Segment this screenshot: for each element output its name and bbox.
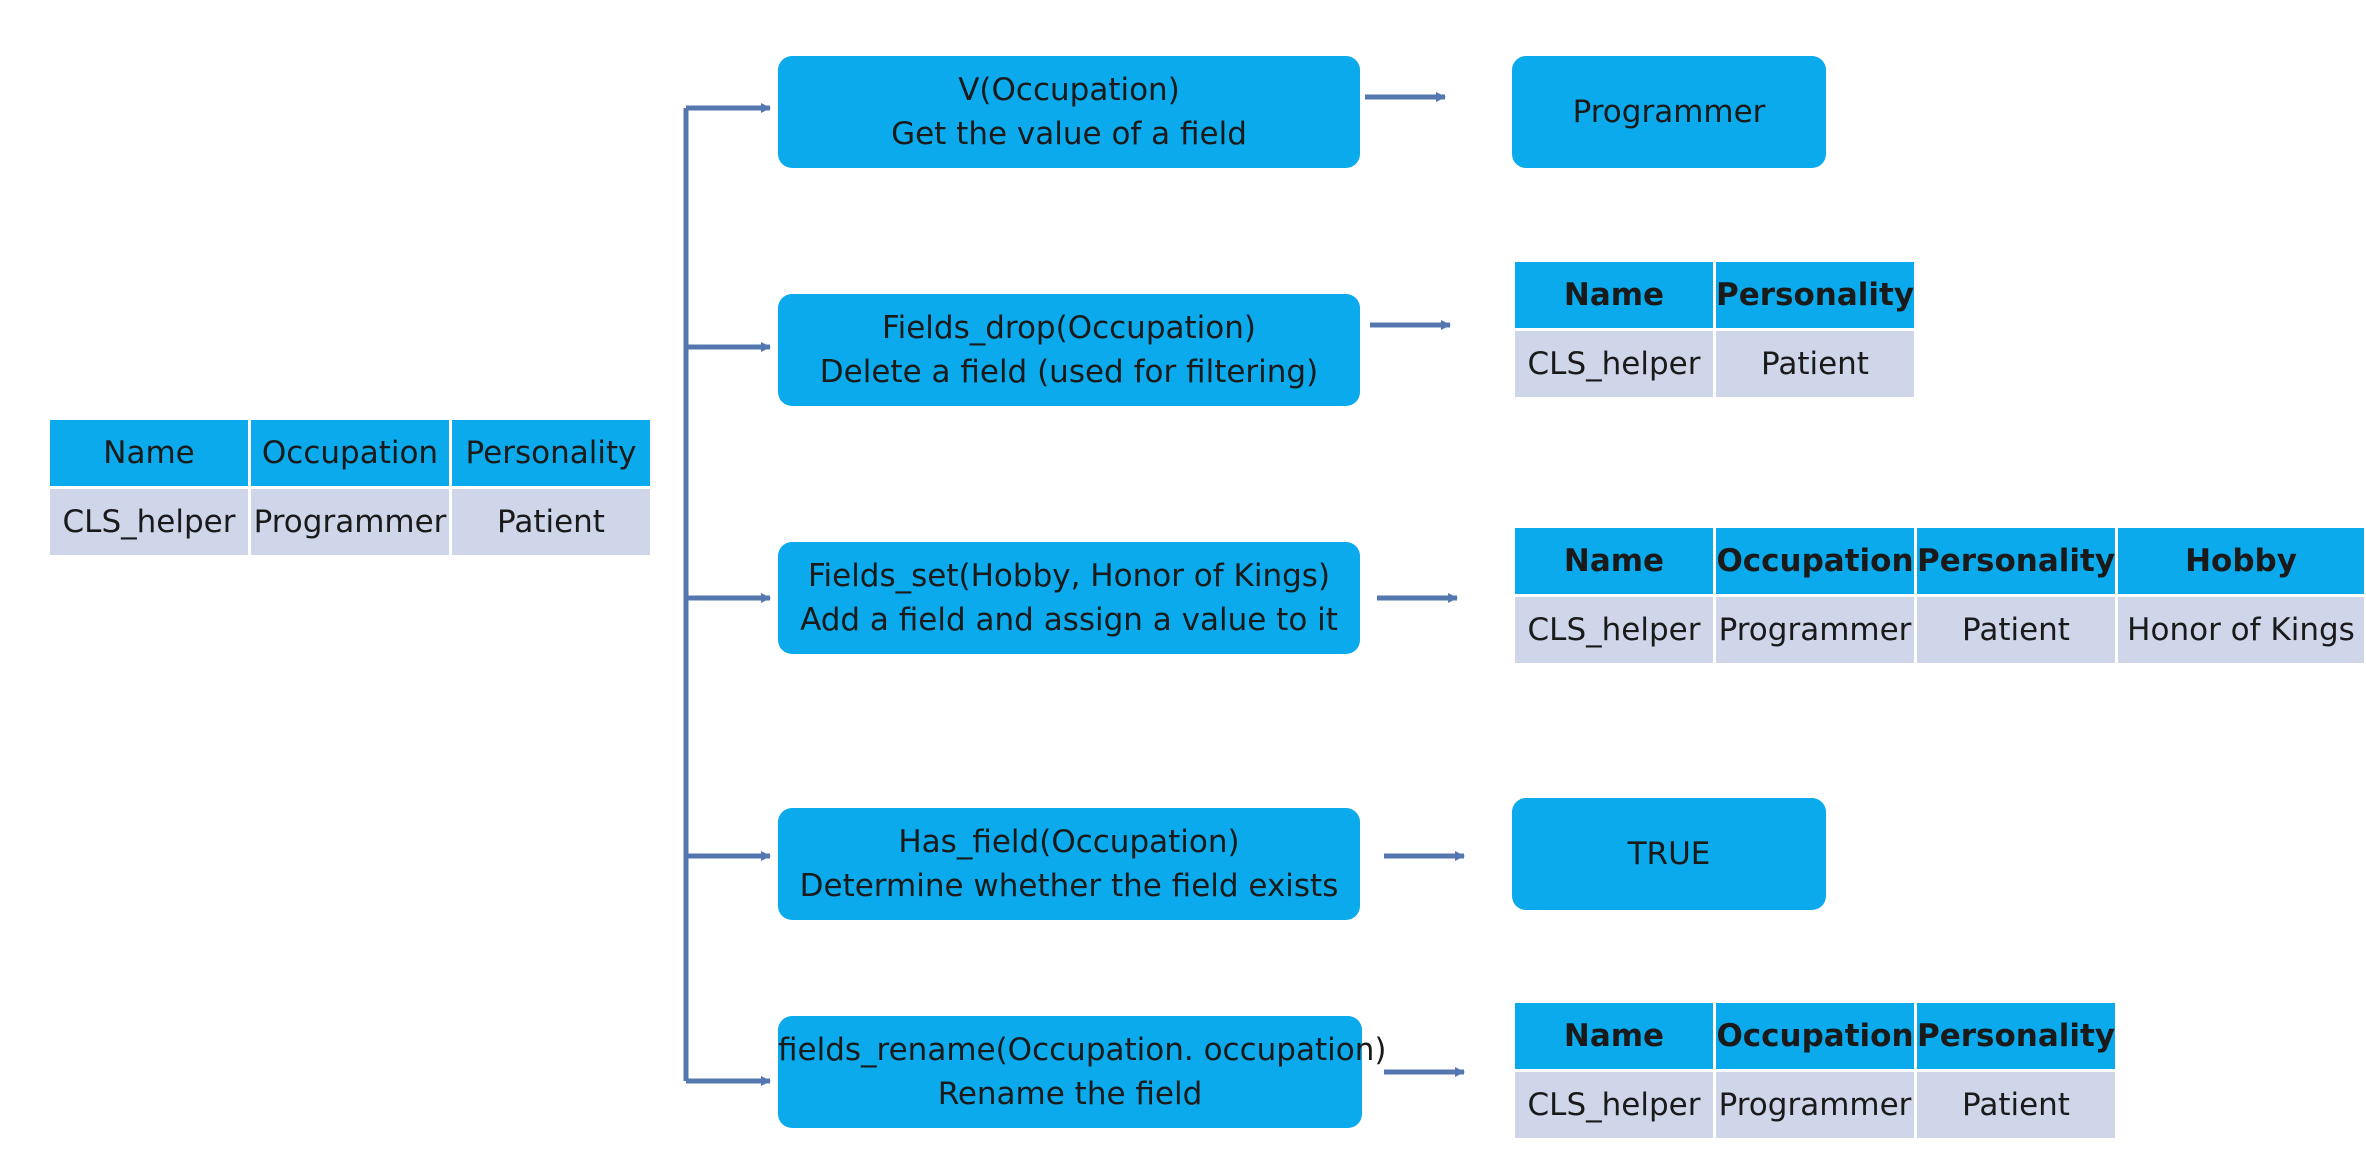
source-header-personality: Personality [449, 417, 653, 489]
source-header-occupation: Occupation [248, 417, 452, 489]
result-header: Name [1512, 1000, 1716, 1072]
op-box-has-field: Has_field(Occupation) Determine whether … [778, 808, 1360, 920]
op-box-get-value: V(Occupation) Get the value of a field [778, 56, 1360, 168]
result-header: Hobby [2115, 525, 2366, 597]
op-box-fields-rename: fields_rename(Occupation. occupation) Re… [778, 1016, 1387, 1128]
source-cell-personality: Patient [449, 486, 653, 558]
source-cell-occupation: Programmer [248, 486, 452, 558]
op-call: fields_rename(Occupation. occupation) [778, 1032, 1387, 1068]
result-cell: Honor of Kings [2115, 594, 2366, 666]
op-desc: Delete a field (used for filtering) [819, 354, 1319, 390]
op-desc: Determine whether the field exists [799, 868, 1339, 904]
result-table-fields-set: Name Occupation Personality Hobby CLS_he… [1512, 525, 2366, 666]
result-cell: Patient [1914, 1069, 2118, 1141]
result-cell: Programmer [1713, 594, 1917, 666]
source-header-name: Name [47, 417, 251, 489]
result-value-true: TRUE [1512, 798, 1826, 910]
source-cell-name: CLS_helper [47, 486, 251, 558]
op-call: Fields_drop(Occupation) [882, 310, 1256, 346]
result-cell: CLS_helper [1512, 328, 1716, 400]
op-desc: Rename the field [937, 1076, 1203, 1112]
result-table-fields-drop: Name Personality CLS_helper Patient [1512, 259, 1917, 400]
result-cell: CLS_helper [1512, 1069, 1716, 1141]
result-table-fields-rename: Name Occupation Personality CLS_helper P… [1512, 1000, 2118, 1141]
result-header: Occupation [1713, 1000, 1917, 1072]
op-box-fields-set: Fields_set(Hobby, Honor of Kings) Add a … [778, 542, 1360, 654]
result-cell: Patient [1914, 594, 2118, 666]
op-box-fields-drop: Fields_drop(Occupation) Delete a field (… [778, 294, 1360, 406]
result-header: Occupation [1713, 525, 1917, 597]
result-cell: Patient [1713, 328, 1917, 400]
result-header: Name [1512, 259, 1716, 331]
result-header: Name [1512, 525, 1716, 597]
result-header: Personality [1914, 525, 2118, 597]
result-value-programmer: Programmer [1512, 56, 1826, 168]
op-desc: Get the value of a field [891, 116, 1247, 152]
source-table: Name Occupation Personality CLS_helper P… [47, 417, 653, 558]
op-call: Has_field(Occupation) [898, 824, 1240, 860]
result-header: Personality [1713, 259, 1917, 331]
op-desc: Add a field and assign a value to it [800, 602, 1338, 638]
result-header: Personality [1914, 1000, 2118, 1072]
result-cell: Programmer [1713, 1069, 1917, 1141]
op-call: Fields_set(Hobby, Honor of Kings) [807, 558, 1331, 594]
result-cell: CLS_helper [1512, 594, 1716, 666]
op-call: V(Occupation) [958, 72, 1180, 108]
